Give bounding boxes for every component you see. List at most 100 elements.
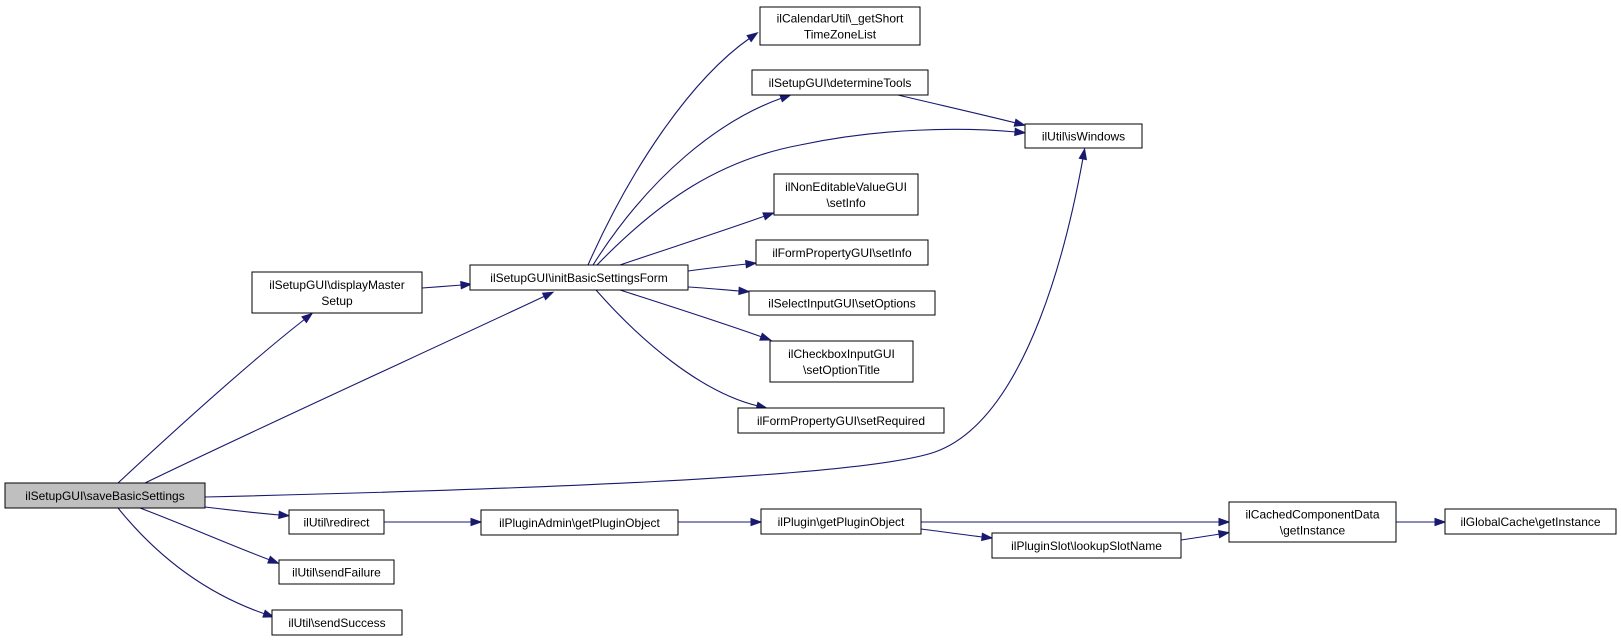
node-label: ilPluginSlot\lookupSlotName: [1011, 539, 1162, 553]
node-determineTools[interactable]: ilSetupGUI\determineTools: [751, 69, 929, 96]
node-label: ilSelectInputGUI\setOptions: [768, 297, 915, 311]
node-label: ilSetupGUI\determineTools: [769, 76, 912, 90]
node-label: ilSetupGUI\displayMaster: [269, 278, 404, 292]
arrowhead-icon: [738, 286, 751, 296]
edge-lookupSlotName-to-cachedGetInstance: [1180, 529, 1231, 541]
arrowhead-icon: [762, 212, 775, 221]
arrowhead-icon: [460, 280, 473, 290]
node-label: ilUtil\sendFailure: [292, 566, 381, 580]
node-sendFailure[interactable]: ilUtil\sendFailure: [278, 559, 395, 585]
node-box: [759, 6, 921, 46]
edge-line: [920, 528, 984, 538]
arrowhead-icon: [981, 532, 994, 542]
node-cachedGetInstance[interactable]: ilCachedComponentData \getInstance: [1228, 501, 1397, 543]
edge-initBasicSettingsForm-to-formPropSetInfo: [687, 259, 758, 272]
edge-initBasicSettingsForm-to-formPropSetRequired: [595, 289, 769, 410]
node-initBasicSettingsForm[interactable]: ilSetupGUI\initBasicSettingsForm: [469, 264, 689, 291]
node-redirect[interactable]: ilUtil\redirect: [288, 509, 385, 535]
node-label: Setup: [321, 294, 353, 308]
node-label: ilUtil\redirect: [303, 516, 370, 530]
arrowhead-icon: [262, 609, 275, 618]
arrowhead-icon: [278, 510, 291, 520]
arrowhead-icon: [745, 259, 758, 269]
edge-saveBasicSettings-to-isWindows: [204, 147, 1088, 498]
arrowhead-icon: [267, 555, 280, 564]
edge-initBasicSettingsForm-to-selectSetOptions: [687, 286, 751, 296]
arrowhead-icon: [750, 517, 763, 527]
node-nonEditableSetInfo[interactable]: ilNonEditableValueGUI \setInfo: [773, 173, 919, 216]
node-label: ilNonEditableValueGUI: [785, 180, 907, 194]
edge-saveBasicSettings-to-redirect: [204, 506, 291, 520]
arrowhead-icon: [1217, 529, 1231, 539]
node-box: [1444, 508, 1617, 535]
node-sendSuccess[interactable]: ilUtil\sendSuccess: [271, 609, 403, 636]
node-formPropSetInfo[interactable]: ilFormPropertyGUI\setInfo: [755, 239, 929, 266]
node-box: [251, 271, 423, 314]
node-label: ilSetupGUI\initBasicSettingsForm: [490, 271, 667, 285]
edge-line: [595, 289, 759, 407]
edge-saveBasicSettings-to-displayMasterSetup: [117, 312, 314, 484]
edge-cachedGetInstance-to-globalCacheGetInstance: [1396, 517, 1447, 527]
node-pluginGetPluginObject[interactable]: ilPlugin\getPluginObject: [760, 508, 922, 535]
edge-pluginGetPluginObject-to-lookupSlotName: [920, 528, 994, 542]
edge-line: [139, 507, 271, 561]
edge-initBasicSettingsForm-to-checkboxSetOptionTitle: [619, 289, 772, 341]
node-formPropSetRequired[interactable]: ilFormPropertyGUI\setRequired: [737, 407, 945, 434]
arrowhead-icon: [759, 332, 772, 341]
edge-initBasicSettingsForm-to-getShortTimeZoneList: [587, 31, 759, 266]
edge-line: [144, 295, 546, 484]
arrowhead-icon: [746, 31, 759, 43]
edge-line: [687, 263, 748, 272]
node-label: ilFormPropertyGUI\setInfo: [772, 246, 912, 260]
node-box: [480, 509, 679, 536]
node-box: [755, 239, 929, 266]
node-box: [1024, 123, 1143, 149]
arrowhead-icon: [541, 291, 555, 301]
node-box: [769, 340, 914, 383]
edge-redirect-to-adminGetPluginObject: [384, 517, 483, 527]
node-label: \setInfo: [826, 196, 866, 210]
node-selectSetOptions[interactable]: ilSelectInputGUI\setOptions: [748, 290, 936, 316]
edge-line: [204, 506, 281, 516]
edge-line: [117, 318, 306, 484]
arrowhead-icon: [779, 94, 792, 103]
edge-line: [596, 128, 1017, 266]
edge-saveBasicSettings-to-initBasicSettingsForm: [144, 291, 555, 484]
node-label: ilPluginAdmin\getPluginObject: [499, 516, 660, 530]
arrowhead-icon: [1218, 517, 1231, 527]
node-isWindows[interactable]: ilUtil\isWindows: [1024, 123, 1143, 149]
node-checkboxSetOptionTitle[interactable]: ilCheckboxInputGUI \setOptionTitle: [769, 340, 914, 383]
edge-pluginGetPluginObject-to-cachedGetInstance: [921, 517, 1231, 527]
node-box: [737, 407, 945, 434]
edge-line: [687, 286, 741, 292]
node-label: ilCalendarUtil\_getShort: [777, 12, 904, 26]
node-globalCacheGetInstance[interactable]: ilGlobalCache\getInstance: [1444, 508, 1617, 535]
edge-line: [619, 289, 763, 338]
nodes-layer: ilSetupGUI\saveBasicSettings ilSetupGUI\d…: [4, 6, 1617, 636]
edge-initBasicSettingsForm-to-nonEditableSetInfo: [619, 212, 775, 266]
node-saveBasicSettings[interactable]: ilSetupGUI\saveBasicSettings: [4, 482, 206, 509]
edge-saveBasicSettings-to-sendFailure: [139, 507, 280, 564]
node-adminGetPluginObject[interactable]: ilPluginAdmin\getPluginObject: [480, 509, 679, 536]
edge-line: [619, 215, 766, 266]
edge-line: [1180, 533, 1221, 541]
node-lookupSlotName[interactable]: ilPluginSlot\lookupSlotName: [991, 532, 1182, 559]
edge-initBasicSettingsForm-to-isWindows: [596, 127, 1027, 266]
edge-line: [117, 507, 266, 615]
edge-line: [204, 157, 1084, 498]
node-box: [760, 508, 922, 535]
node-label: ilCheckboxInputGUI: [788, 347, 895, 361]
edge-line: [587, 37, 751, 266]
node-label: \getInstance: [1280, 524, 1346, 538]
node-label: ilCachedComponentData: [1245, 508, 1379, 522]
node-box: [288, 509, 385, 535]
node-label: TimeZoneList: [804, 28, 877, 42]
arrowhead-icon: [301, 312, 314, 324]
node-label: \setOptionTitle: [803, 363, 880, 377]
edge-saveBasicSettings-to-sendSuccess: [117, 507, 275, 618]
edge-displayMasterSetup-to-initBasicSettingsForm: [421, 280, 473, 290]
node-label: ilPlugin\getPluginObject: [778, 515, 905, 529]
